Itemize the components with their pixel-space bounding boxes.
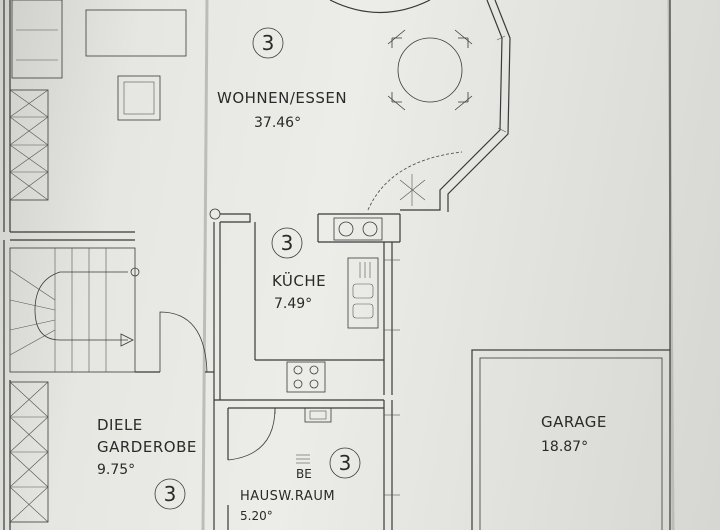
coffee-table — [85, 9, 187, 57]
boiler-icon — [296, 454, 310, 464]
window-left-lower — [9, 381, 49, 523]
paper-fold — [201, 0, 209, 530]
dining-table — [387, 29, 473, 111]
garage-walls — [471, 349, 671, 530]
stove — [286, 361, 326, 393]
room-marker-diele: 3 — [154, 478, 186, 510]
utility-sink — [304, 407, 332, 423]
sofa — [11, 0, 63, 79]
armchair — [117, 75, 161, 121]
room-name-garderobe: GARDEROBE — [97, 438, 197, 456]
room-area-kueche: 7.49° — [274, 296, 312, 312]
svg-text:3: 3 — [262, 31, 275, 55]
kitchen-sink — [333, 217, 383, 241]
room-name-wohnen: WOHNEN/ESSEN — [217, 89, 347, 107]
door-wohnen-arc — [367, 151, 463, 211]
room-area-garage: 18.87° — [541, 439, 588, 455]
room-name-kueche: KÜCHE — [272, 271, 326, 290]
room-name-diele: DIELE — [97, 416, 143, 434]
appliance-label: BE — [296, 467, 312, 481]
wohnen-walls — [329, 0, 511, 212]
kueche-walls — [209, 208, 401, 400]
room-area-diele: 9.75° — [97, 462, 135, 478]
room-area-wohnen: 37.46° — [254, 115, 301, 131]
door-hausw — [227, 407, 276, 461]
room-marker-hausw: 3 — [329, 447, 361, 479]
svg-text:3: 3 — [339, 451, 352, 475]
svg-text:3: 3 — [281, 231, 294, 255]
window-left-upper — [9, 89, 49, 201]
room-marker-wohnen: 3 — [252, 27, 284, 59]
kitchen-counter — [347, 257, 379, 329]
svg-text:3: 3 — [164, 482, 177, 506]
staircase — [9, 247, 140, 373]
room-name-hausw: HAUSW.RAUM — [240, 489, 335, 504]
plant-icon — [399, 174, 426, 206]
door-diele — [159, 311, 208, 373]
room-name-garage: GARAGE — [541, 413, 607, 431]
room-marker-kueche: 3 — [271, 227, 303, 259]
room-area-hausw: 5.20° — [240, 509, 273, 523]
